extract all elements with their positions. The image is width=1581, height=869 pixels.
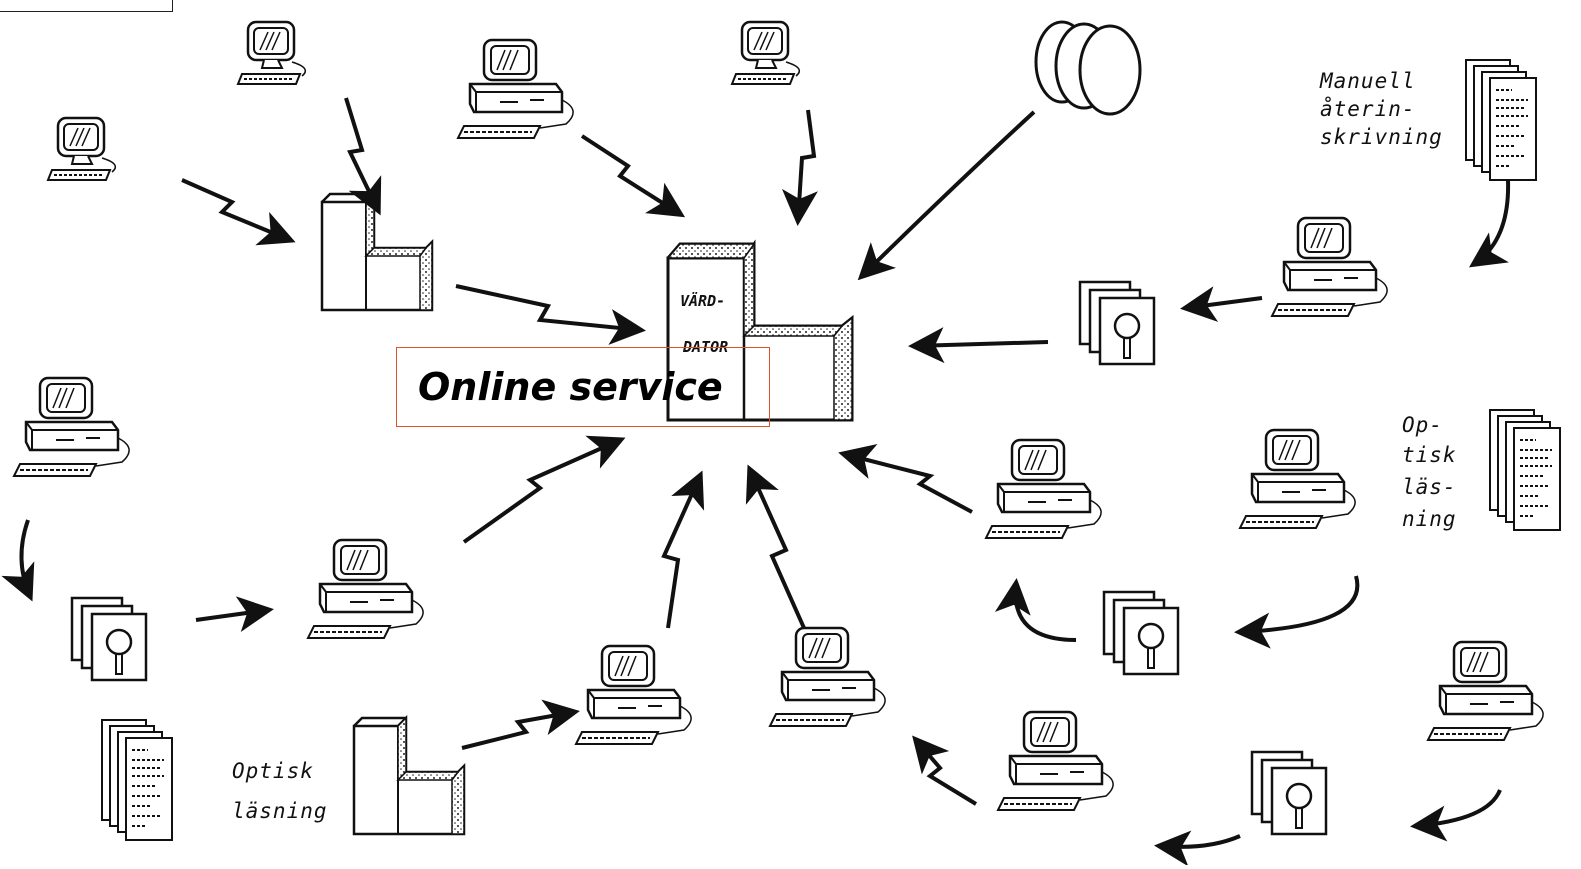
label-optical-right-line3: läs- (1402, 475, 1457, 499)
straight-arrow-icon (1180, 286, 1263, 322)
label-optical-right-line4: ning (1402, 507, 1457, 531)
caption-text: Online service (418, 365, 723, 409)
terminal-icon-left (46, 116, 117, 182)
label-optical-right-line1: Op- (1402, 413, 1443, 437)
label-manual-line3: skrivning (1320, 125, 1443, 149)
straight-arrow-icon (195, 596, 274, 632)
floppy-disk-icon-left (70, 596, 148, 682)
lightning-link-arrow-icon (912, 735, 978, 806)
desktop-computer-icon-bottom-center (768, 626, 887, 728)
host-label-line1: VÄRD- (680, 291, 725, 310)
lightning-link-arrow-icon (745, 464, 806, 629)
terminal-icon-top (730, 20, 801, 86)
terminal-icon-top-left (236, 20, 307, 86)
disk-stack-icon (1034, 20, 1142, 116)
desktop-computer-icon-bottom-right (996, 710, 1115, 812)
lightning-link-arrow-icon (344, 97, 382, 216)
server-tower-icon-bottom-left (352, 716, 466, 836)
lightning-link-arrow-icon (661, 470, 705, 629)
curved-arrow-icon (1234, 575, 1360, 649)
desktop-computer-icon-top (456, 38, 575, 140)
curved-arrow-icon (1469, 179, 1511, 268)
desktop-computer-icon-right-top (1270, 216, 1389, 318)
label-optical-right: Op- tisk läs- ning (1402, 413, 1457, 531)
label-manual-line1: Manuell (1319, 69, 1416, 93)
lightning-link-arrow-icon (461, 699, 580, 750)
curved-arrow-icon (1410, 789, 1502, 842)
label-optical-bottom-line2: läsning (232, 799, 328, 823)
corner-frame (0, 0, 173, 12)
paper-documents-icon-manual (1465, 59, 1537, 181)
host-computer-icon: VÄRD- DATOR (666, 239, 854, 422)
floppy-disk-icon-right-mid (1102, 590, 1180, 676)
paper-documents-icon-optical-bottom (101, 719, 173, 841)
label-optical-bottom: Optisk läsning (232, 759, 328, 823)
straight-arrow-icon (857, 110, 1036, 281)
desktop-computer-icon-far-right (1426, 640, 1545, 742)
desktop-computer-icon-left (12, 376, 131, 478)
lightning-link-arrow-icon (838, 443, 973, 514)
lightning-link-arrow-icon (781, 109, 818, 226)
desktop-computer-icon-bottom (574, 644, 693, 746)
straight-arrow-icon (908, 327, 1049, 364)
label-optical-right-line2: tisk (1402, 443, 1457, 467)
lightning-link-arrow-icon (181, 178, 296, 246)
server-tower-icon-top-left (320, 192, 434, 312)
desktop-computer-icon-right-mid (984, 438, 1103, 540)
paper-documents-icon-optical-right (1489, 409, 1561, 531)
lightning-link-arrow-icon (580, 134, 686, 218)
caption-box (396, 347, 770, 427)
label-optical-bottom-line1: Optisk (232, 759, 314, 783)
lightning-link-arrow-icon (455, 284, 646, 345)
floppy-disk-icon-right-top (1078, 280, 1156, 366)
desktop-computer-icon-right (1238, 428, 1357, 530)
curved-arrow-icon (994, 578, 1077, 642)
desktop-computer-icon-mid-left (306, 538, 425, 640)
label-manual-reentry: Manuell återin- skrivning (1319, 69, 1443, 149)
lightning-link-arrow-icon (462, 435, 626, 544)
floppy-disk-icon-bottom-right (1250, 750, 1328, 836)
curved-arrow-icon (1154, 830, 1241, 867)
curved-arrow-icon (1, 519, 35, 602)
label-manual-line2: återin- (1320, 95, 1416, 121)
